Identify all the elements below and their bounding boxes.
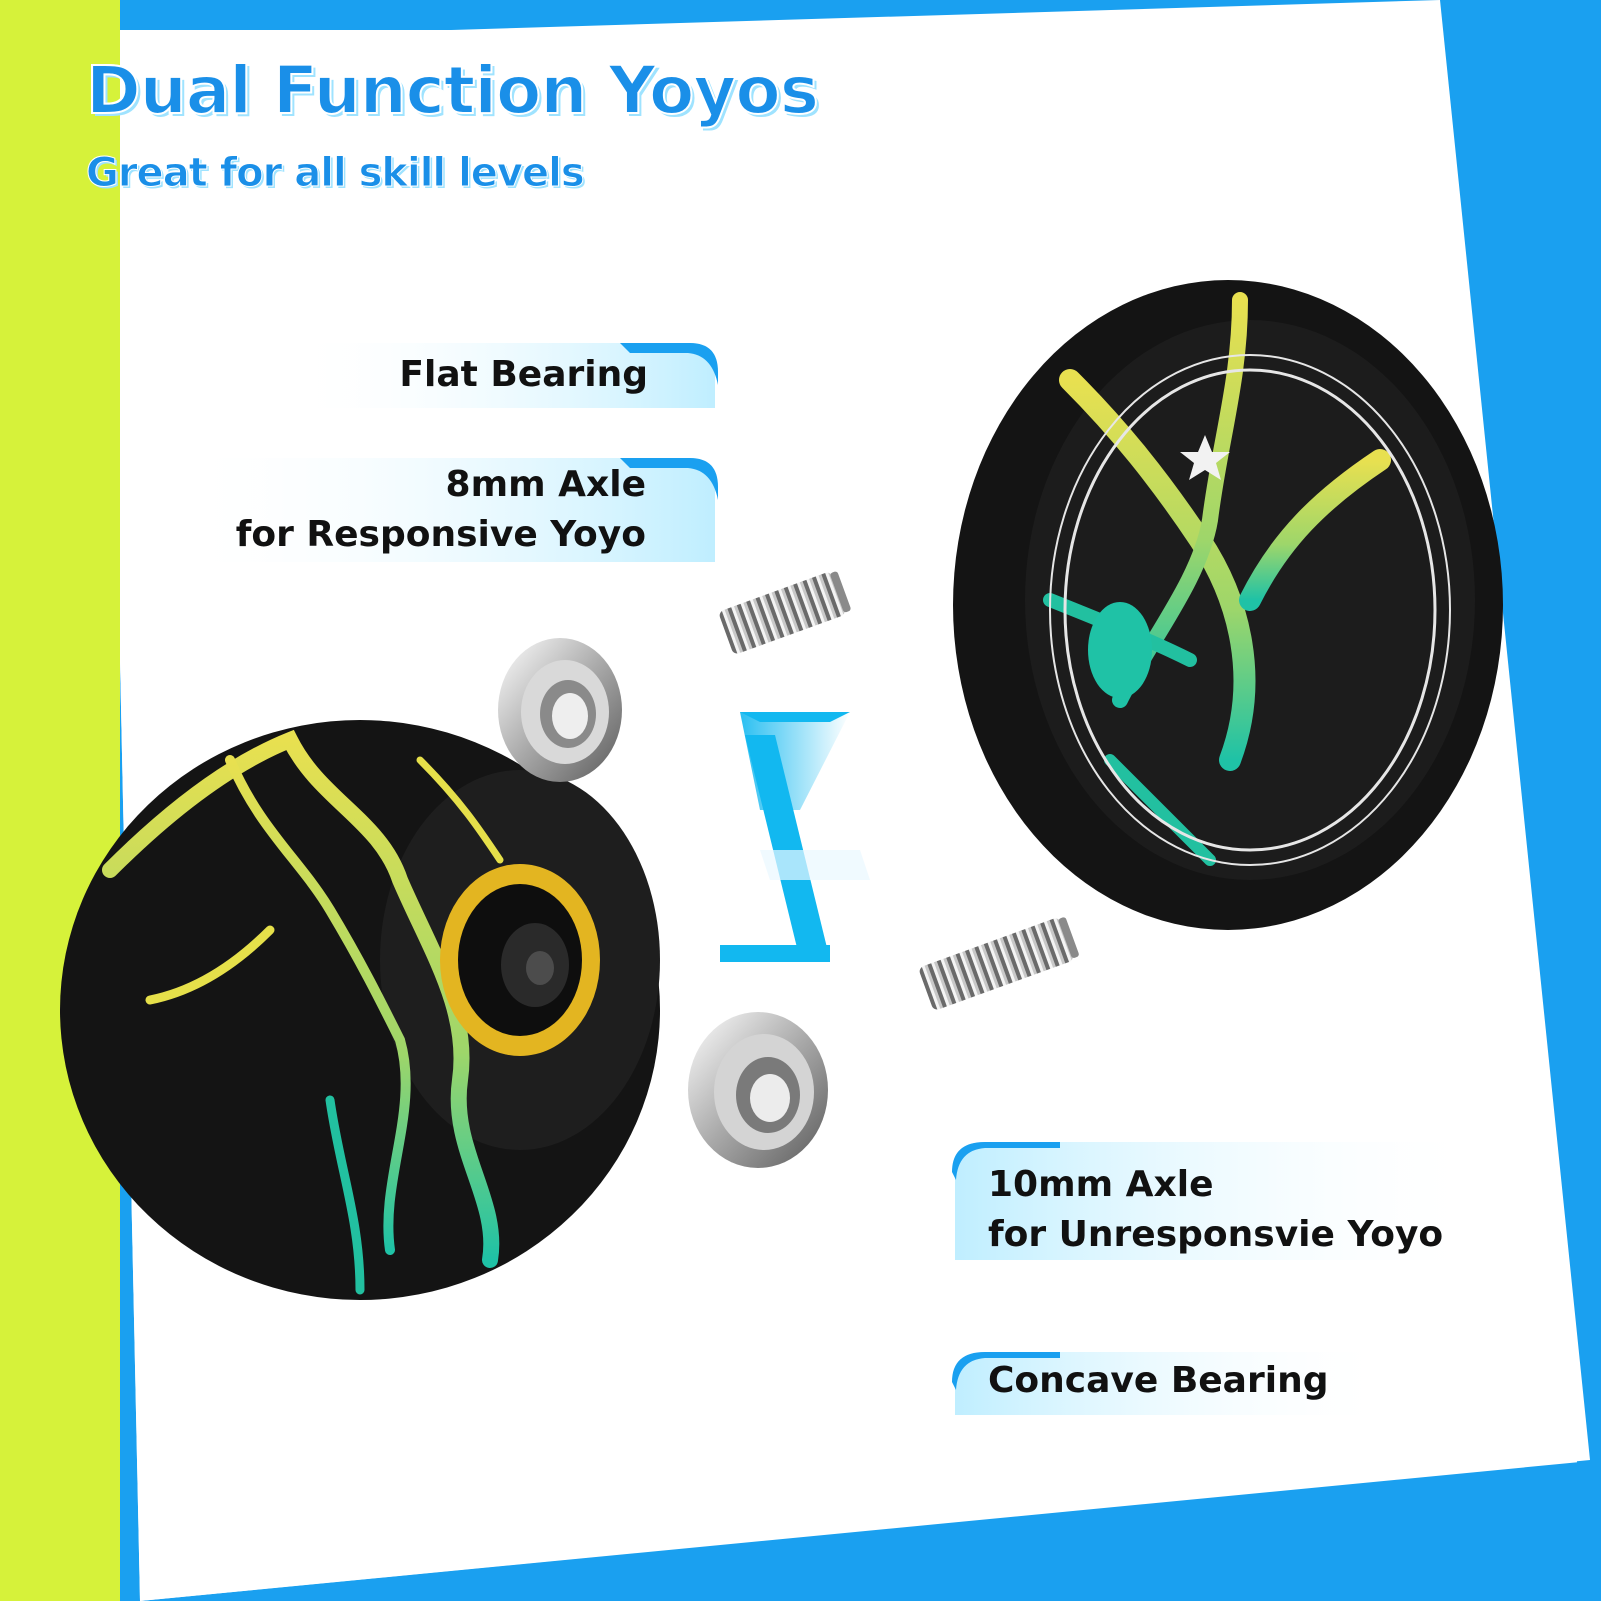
- axle-8mm-use-text: for Responsive Yoyo: [235, 514, 646, 555]
- subheadline: Great for all skill levels: [86, 150, 586, 197]
- label-8mm-axle: 8mm Axle for Responsive Yoyo: [190, 460, 646, 560]
- tag-flat-bearing: [290, 343, 718, 408]
- zigzag-arrow-icon: [720, 712, 870, 962]
- lime-side-band: [0, 0, 120, 1601]
- concave-bearing-part: [688, 1012, 828, 1168]
- axle-8mm-text: 8mm Axle: [445, 464, 646, 505]
- label-concave-bearing: Concave Bearing: [988, 1356, 1408, 1406]
- flat-bearing-text: Flat Bearing: [399, 354, 648, 395]
- bottom-blue-band: [140, 1460, 1601, 1601]
- label-flat-bearing: Flat Bearing: [290, 350, 648, 400]
- yoyo-left: [60, 720, 660, 1300]
- flat-bearing-part: [498, 638, 622, 782]
- tag-8mm-axle: [180, 458, 718, 562]
- headline: Dual Function Yoyos: [85, 51, 820, 130]
- tag-10mm-axle: [952, 1142, 1480, 1260]
- yoyo-right: [953, 280, 1503, 930]
- screw-top: [719, 571, 851, 654]
- axle-10mm-use-text: for Unresponsvie Yoyo: [988, 1214, 1444, 1255]
- tag-concave-bearing: [952, 1352, 1390, 1415]
- label-10mm-axle: 10mm Axle for Unresponsvie Yoyo: [988, 1160, 1488, 1260]
- screw-bottom: [919, 917, 1079, 1010]
- concave-bearing-text: Concave Bearing: [988, 1360, 1329, 1401]
- axle-10mm-text: 10mm Axle: [988, 1164, 1214, 1205]
